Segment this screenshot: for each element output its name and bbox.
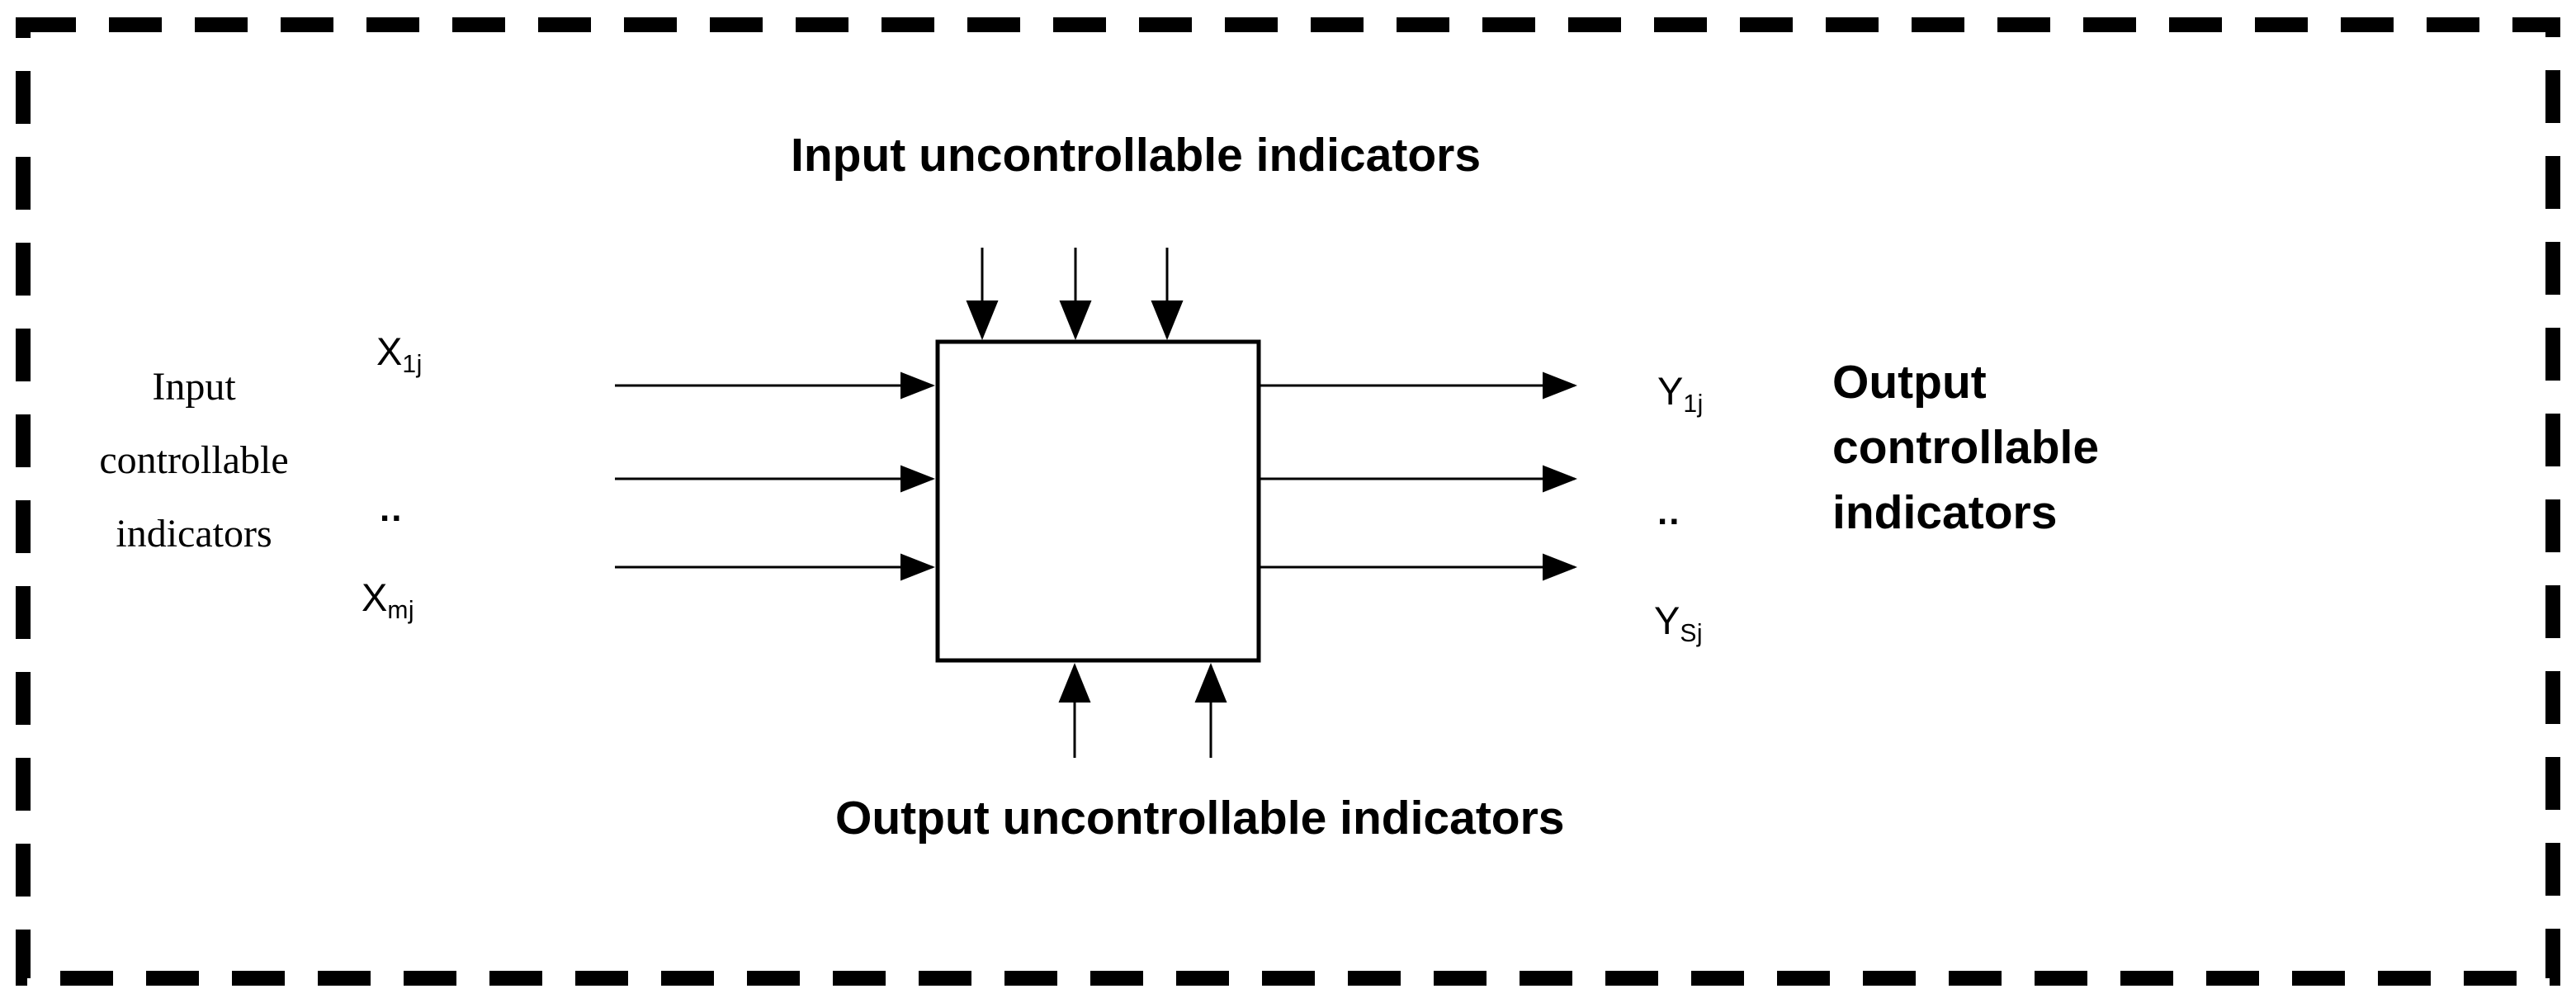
var-base: X (376, 329, 403, 373)
caption-line: controllable (99, 438, 289, 482)
caption-line: indicators (1832, 486, 2058, 539)
caption-line: Output (1832, 356, 1987, 409)
dashed-border (16, 17, 2560, 986)
output-var-y1j: Y1j (1657, 368, 1704, 419)
var-base: Y (1654, 598, 1680, 642)
output-controllable-caption: Output controllable indicators (1832, 350, 2099, 546)
var-subscript: 1j (402, 351, 423, 379)
input-vars-ellipsis: .. (380, 489, 404, 529)
var-base: X (362, 575, 388, 619)
caption-line: controllable (1832, 421, 2100, 474)
input-var-x1j: X1j (376, 329, 423, 379)
var-subscript: 1j (1683, 390, 1704, 419)
output-var-ysj: YSj (1654, 598, 1703, 648)
caption-line: indicators (116, 512, 272, 556)
input-controllable-caption: Input controllable indicators (64, 350, 324, 570)
output-vars-ellipsis: .. (1657, 492, 1681, 532)
dmu-box (935, 339, 1261, 663)
var-base: Y (1657, 369, 1684, 413)
var-subscript: mj (387, 597, 415, 625)
input-uncontrollable-title: Input uncontrollable indicators (791, 129, 1482, 182)
input-var-xmj: Xmj (362, 575, 414, 625)
caption-line: Input (152, 365, 236, 409)
output-uncontrollable-title: Output uncontrollable indicators (835, 792, 1565, 845)
var-subscript: Sj (1680, 620, 1704, 648)
